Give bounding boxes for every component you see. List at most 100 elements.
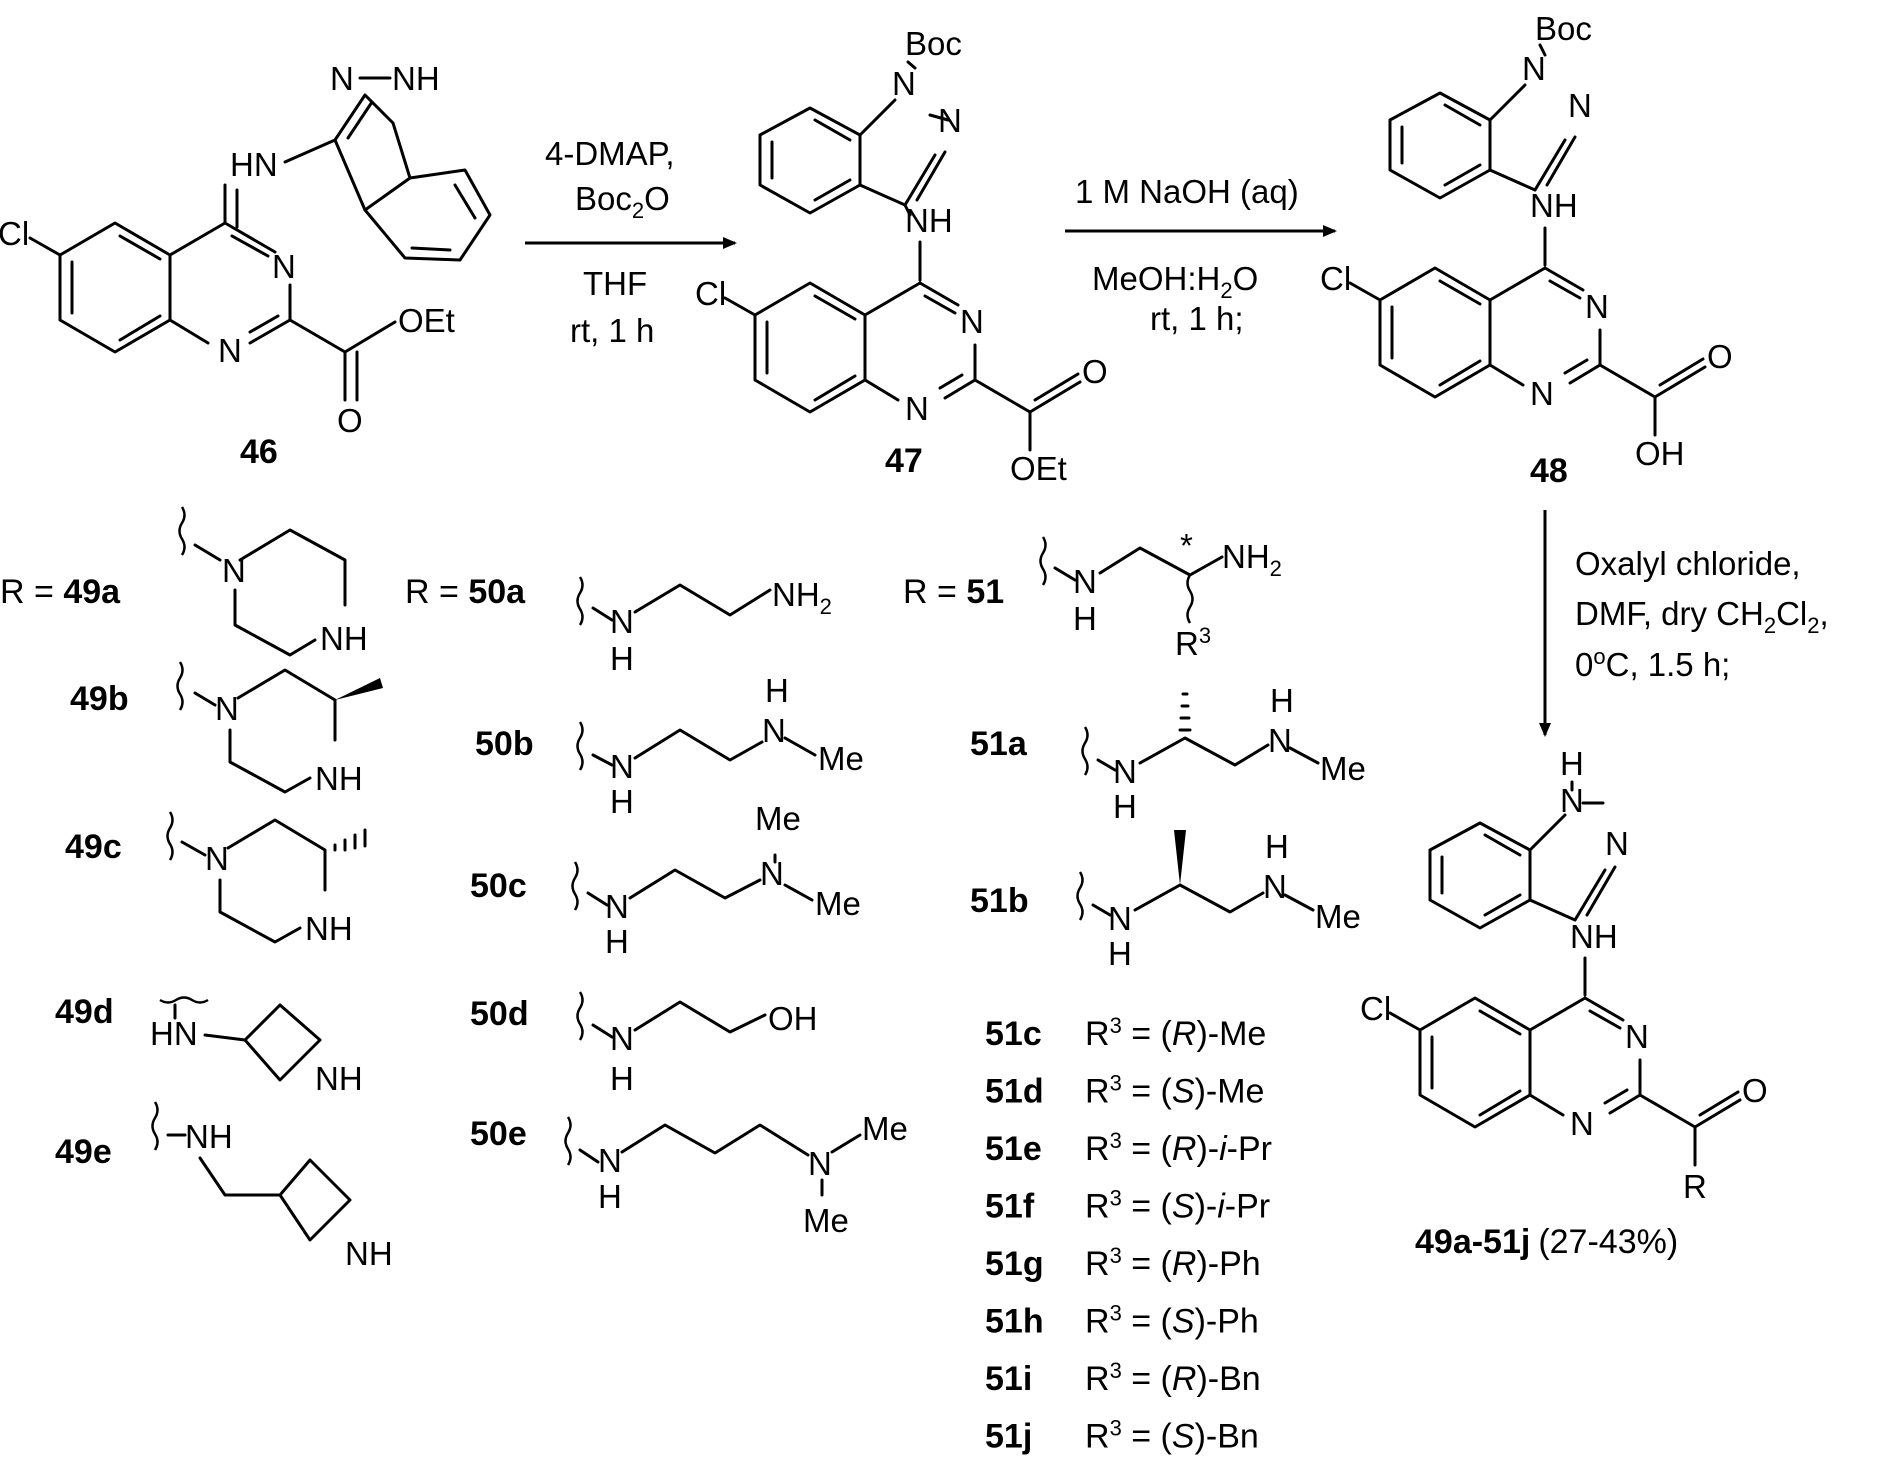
product-compound: N H N NH N N Cl O R 49a-51j(27-43%)	[1360, 745, 1768, 1261]
amine-n-label: N	[1113, 753, 1137, 790]
chlorine-label: Cl	[0, 215, 29, 252]
r-group-50c: 50c N H N Me Me	[470, 800, 861, 960]
indazole-n-label: N	[938, 102, 962, 139]
ring-n-label: N	[1570, 1105, 1594, 1142]
ring-n-label: N	[960, 303, 984, 340]
r3-row-definition: R3 = (S)-Me	[1085, 1071, 1264, 1111]
r-group-49d: 49d HN NH	[55, 993, 363, 1097]
indazole-n-label: N	[892, 65, 916, 102]
r-group-49c: 49c N NH	[65, 811, 367, 947]
compound-48: N N Boc NH N N Cl O OH 48	[1320, 10, 1733, 490]
chlorine-label: Cl	[695, 275, 726, 312]
nh-linker-label: HN	[230, 146, 278, 183]
step3-arrow: Oxalyl chloride, DMF, dry CH2Cl2, 0oC, 1…	[1539, 510, 1829, 737]
indazole-n-label: N	[1605, 825, 1629, 862]
indazole-n-label: N	[1568, 87, 1592, 124]
label-50d: 50d	[470, 995, 529, 1033]
hashed-bond	[333, 828, 367, 852]
compound-46: Cl N N O OEt HN N NH 46	[0, 60, 492, 471]
step3-reagent: Oxalyl chloride,	[1575, 545, 1801, 582]
r-group-49e: 49e NH NH	[55, 1101, 393, 1272]
step2-conditions: rt, 1 h;	[1150, 300, 1244, 337]
r3-row-definition: R3 = (S)-Ph	[1085, 1301, 1259, 1341]
indazole-n-label: N	[330, 60, 354, 97]
step1-arrow: 4-DMAP, Boc2O THF rt, 1 h	[525, 135, 737, 349]
piperazine-nh-label: NH	[305, 910, 353, 947]
r3-row-id: 51g	[985, 1245, 1044, 1283]
amine-hn-label: HN	[150, 1015, 198, 1052]
amine-h-label: H	[598, 1178, 622, 1215]
step3-conditions: 0oC, 1.5 h;	[1575, 644, 1730, 683]
step1-reagent-1: 4-DMAP,	[545, 135, 675, 172]
product-label: 49a-51j(27-43%)	[1415, 1223, 1678, 1261]
r-group-51: R = 51 N H * NH2 R3	[903, 527, 1282, 662]
indazole-nh-label: NH	[392, 60, 440, 97]
r-group-51b: 51b N H N H Me	[970, 828, 1361, 972]
nh-linker-label: NH	[1570, 918, 1618, 955]
amine-h-label: H	[765, 672, 789, 709]
r-group-label: R	[1683, 1168, 1707, 1205]
carbonyl-o-label: O	[337, 402, 363, 439]
boc-label: Boc	[1535, 10, 1592, 47]
hashed-bond	[1178, 692, 1192, 732]
r3-row-definition: R3 = (R)-Ph	[1085, 1243, 1261, 1283]
carbonyl-o-label: O	[1742, 1072, 1768, 1109]
amine-n-label: N	[1263, 868, 1287, 905]
ring-n-label: N	[905, 390, 929, 427]
amine-h-label: H	[1270, 682, 1294, 719]
stereocenter-star: *	[1180, 527, 1193, 564]
r3-row-id: 51h	[985, 1303, 1044, 1341]
amine-n-label: N	[605, 888, 629, 925]
step1-conditions: rt, 1 h	[570, 312, 654, 349]
r-group-49b: 49b N NH	[70, 661, 383, 797]
amine-h-label: H	[1265, 828, 1289, 865]
r-equals-label: R = 50a	[405, 573, 526, 611]
amine-nh2-label: NH2	[772, 576, 832, 619]
carbonyl-o-label: O	[1707, 338, 1733, 375]
piperazine-nh-label: NH	[315, 760, 363, 797]
r3-row-id: 51c	[985, 1015, 1042, 1053]
r3-row-id: 51f	[985, 1188, 1035, 1226]
amine-h-label: H	[1108, 935, 1132, 972]
boc-label: Boc	[905, 25, 962, 62]
r-group-50e: 50e N H N Me Me	[470, 1110, 908, 1239]
ring-n-label: N	[1585, 288, 1609, 325]
label-49e: 49e	[55, 1133, 112, 1171]
amine-n-label: N	[598, 1142, 622, 1179]
compound-46-label: 46	[240, 433, 278, 471]
piperazine-n-label: N	[205, 840, 229, 877]
step2-reagent: 1 M NaOH (aq)	[1075, 173, 1299, 210]
chlorine-label: Cl	[1320, 260, 1351, 297]
r3-row-id: 51i	[985, 1360, 1032, 1398]
amine-h-label: H	[605, 923, 629, 960]
amine-h-label: H	[1113, 788, 1137, 825]
label-49b: 49b	[70, 680, 129, 718]
compound-47: N N Boc NH N N Cl O OEt 47	[695, 25, 1108, 487]
label-51a: 51a	[970, 725, 1028, 763]
ring-n-label: N	[1530, 375, 1554, 412]
ethoxy-label: OEt	[1010, 450, 1067, 487]
amine-h-label: H	[1073, 600, 1097, 637]
step1-reagent-2: Boc2O	[575, 180, 670, 223]
amine-n-label: N	[1268, 722, 1292, 759]
r-equals-label: R = 51	[903, 573, 1004, 611]
amine-n-label: N	[610, 748, 634, 785]
azetidine-nh-label: NH	[315, 1060, 363, 1097]
amine-nh2-label: NH2	[1222, 538, 1282, 581]
hydroxyl-label: OH	[768, 1000, 818, 1037]
label-49d: 49d	[55, 993, 114, 1031]
piperazine-nh-label: NH	[320, 620, 368, 657]
r-group-50b: 50b N H N H Me	[475, 672, 864, 820]
amine-h-label: H	[610, 640, 634, 677]
amine-n-label: N	[808, 1145, 832, 1182]
methyl-label: Me	[1315, 898, 1361, 935]
methyl-label: Me	[1320, 750, 1366, 787]
indazole-h-label: H	[1560, 745, 1584, 782]
methyl-label: Me	[803, 1202, 849, 1239]
